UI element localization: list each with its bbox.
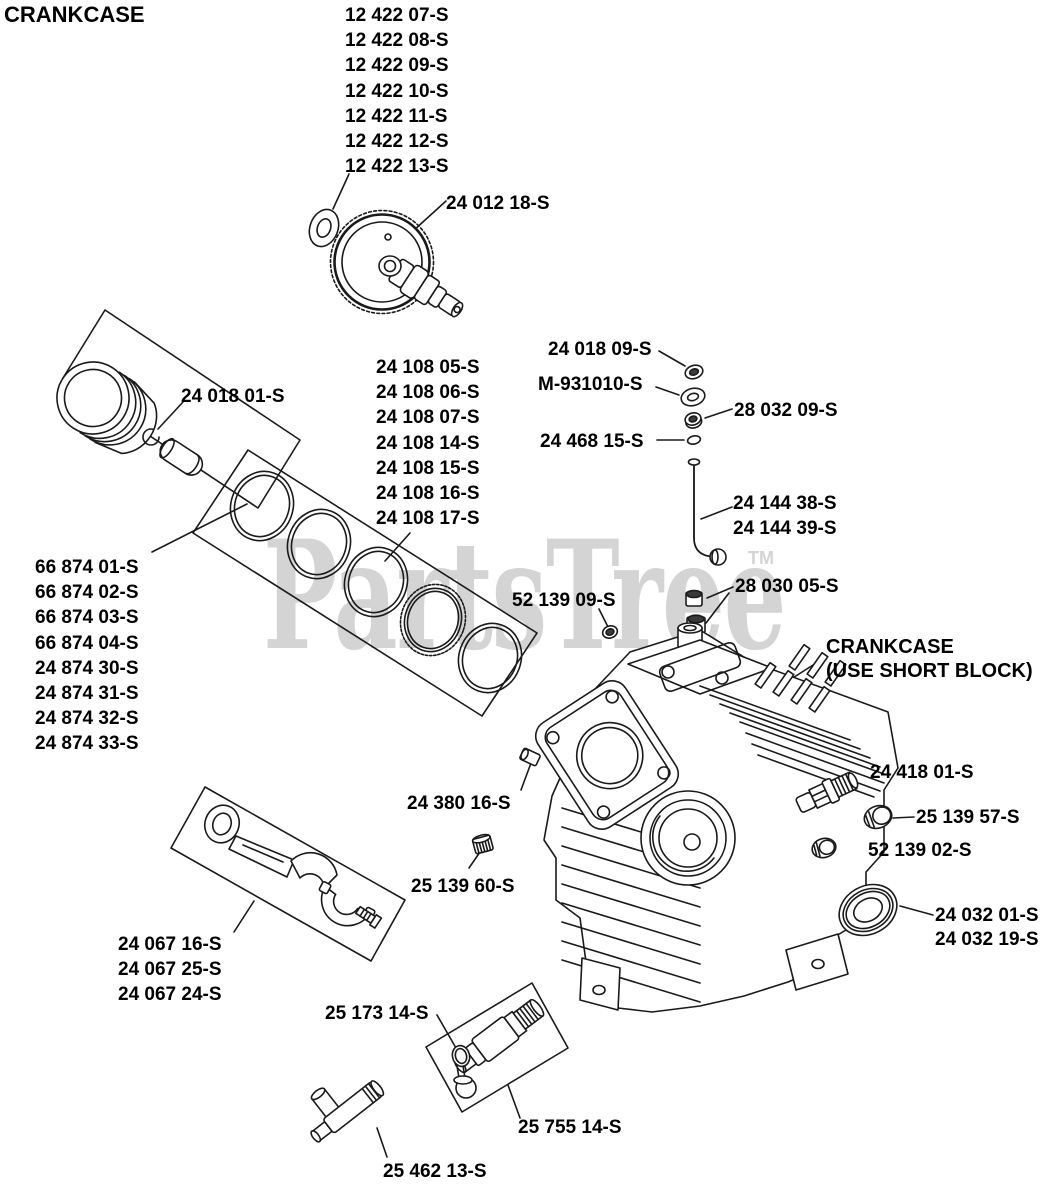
label-ring-set-list: 24 108 05-S 24 108 06-S 24 108 07-S 24 1… [376,357,480,530]
tee-fitting-drawing [292,1058,386,1145]
label-retainer-clip: 25 173 14-S [325,1003,429,1024]
label-fitting-tee: 25 462 13-S [383,1161,487,1182]
label-camshaft-kit-list: 12 422 07-S 12 422 08-S 12 422 09-S 12 4… [345,5,449,178]
retainer-clip-drawing [450,1044,476,1098]
fitting-24418-drawing [794,768,862,817]
flange-nut [683,363,704,381]
watermark-tm: TM [748,548,774,568]
plug-52139-09-drawing [601,624,619,640]
label-plug-25139-57: 25 139 57-S [916,807,1020,828]
label-oil-seals: 24 032 01-S 24 032 19-S [935,905,1039,950]
cam-shaft [386,256,469,325]
label-camshaft: 24 012 18-S [446,193,550,214]
piston-drawing [43,348,206,479]
label-fitting: 24 418 01-S [870,762,974,783]
label-grommet: 28 032 09-S [734,400,838,421]
label-crankcase-note: CRANKCASE (USE SHORT BLOCK) [826,636,1033,682]
connecting-rod-box [171,787,405,961]
rod-cap [309,881,377,937]
plug-52139-02-drawing [810,836,838,861]
label-drain-valve: 25 755 14-S [518,1117,622,1138]
oil-fill-tube-drawing [689,459,727,565]
plug-25139-60-drawing [472,833,494,854]
label-oil-fill-tube: 24 144 38-S 24 144 39-S [733,493,837,540]
label-washer: M-931010-S [538,374,643,395]
cylinder-gasket [530,675,685,836]
label-plug-25139-60: 25 139 60-S [411,876,515,897]
label-pin-retainer: 24 018 01-S [181,386,285,407]
grommet [684,411,703,430]
shim-washer [304,205,343,250]
o-ring [687,435,701,446]
camshaft-drawing [304,205,469,325]
flat-washer [679,386,707,409]
label-dowel-pin: 24 380 16-S [407,793,511,814]
connecting-rod-drawing [200,800,382,936]
rod-bolt [355,905,382,928]
label-plug-52139-09: 52 139 09-S [512,590,616,611]
label-piston-list: 66 874 01-S 66 874 02-S 66 874 03-S 66 8… [35,557,139,755]
rod-small-end [200,800,245,847]
label-breather: 28 030 05-S [735,576,839,597]
head-studs [755,645,846,712]
pin-retainer-clip [143,429,159,445]
label-plug-52139-02: 52 139 02-S [868,840,972,861]
label-connecting-rod-list: 24 067 16-S 24 067 25-S 24 067 24-S [118,934,222,1006]
drain-valve-box [426,983,568,1112]
ring-set-box [193,450,537,716]
label-nut: 24 018 09-S [548,339,652,360]
hardware-stack-drawing [679,363,707,445]
dowel-pin-drawing [519,748,540,766]
crankcase-block-drawing [530,623,898,1012]
page-title: CRANKCASE [4,2,145,27]
wrist-pin [156,436,207,480]
label-o-ring: 24 468 15-S [540,431,644,452]
piston-rings-drawing [221,463,531,702]
piston-kit-box [63,310,300,508]
crank-bore [641,791,735,885]
cylinder-fins-upper [700,686,884,797]
oil-seal-drawing [830,875,906,946]
plug-25139-57-drawing [861,802,895,832]
